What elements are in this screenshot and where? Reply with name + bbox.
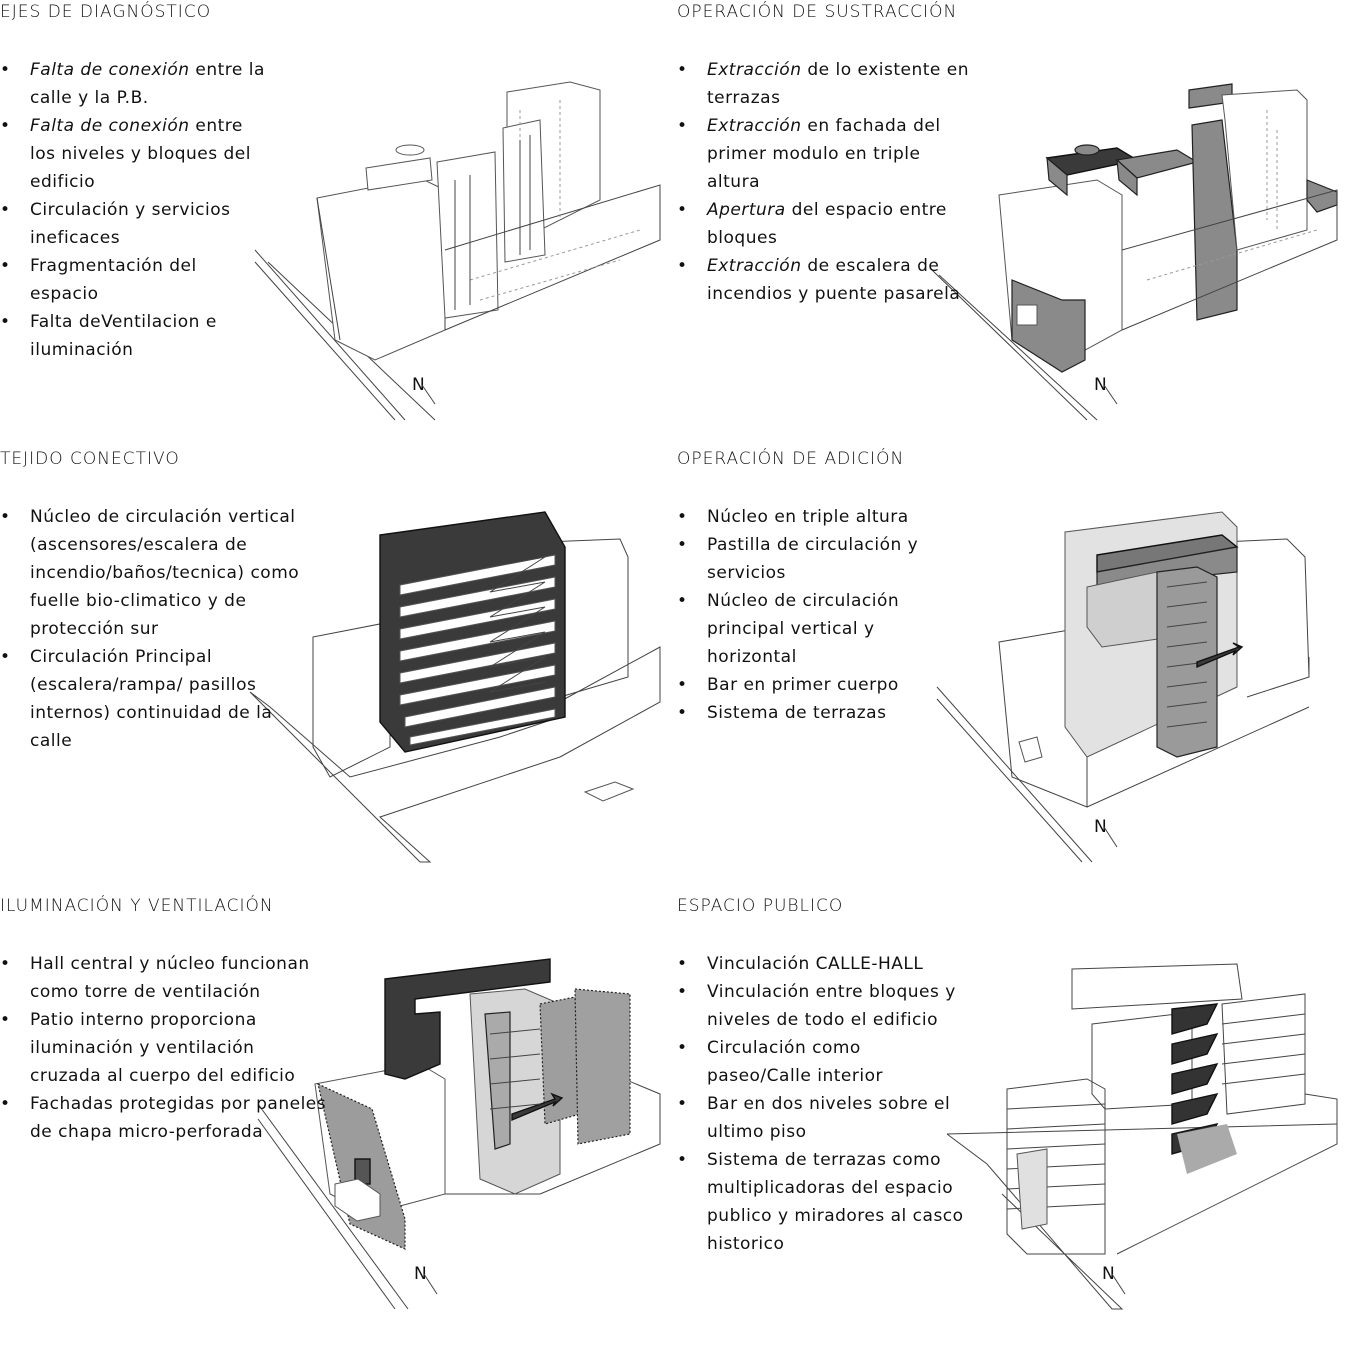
bullet-list: Hall central y núcleo funcionan como tor… xyxy=(0,950,330,1146)
axonometric-diagram-ventilation: N xyxy=(257,958,661,1310)
panel-ejes-diagnostico: N EJES DE DIAGNÓSTICO Falta de conexión … xyxy=(0,0,676,447)
list-item: Falta de conexión entre la calle y la P.… xyxy=(0,56,270,112)
bullet-list: Núcleo de circulación vertical (ascensor… xyxy=(0,503,300,755)
list-item: Vinculación entre bloques y niveles de t… xyxy=(677,978,967,1034)
list-item: Falta de conexión entre los niveles y bl… xyxy=(0,112,270,196)
list-item: Pastilla de circulación y servicios xyxy=(677,531,937,587)
panel-tejido-conectivo: TEJIDO CONECTIVO Núcleo de circulación v… xyxy=(0,447,676,894)
north-label: N xyxy=(414,1264,427,1284)
panel-title: ESPACIO PUBLICO xyxy=(677,896,844,916)
bullet-list: Falta de conexión entre la calle y la P.… xyxy=(0,56,270,364)
list-item: Extracción en fachada del primer modulo … xyxy=(677,112,977,196)
north-label: N xyxy=(1102,1264,1115,1284)
north-arrow-icon xyxy=(1111,1273,1126,1295)
list-item: Hall central y núcleo funcionan como tor… xyxy=(0,950,330,1006)
list-item: Fachadas protegidas por paneles de chapa… xyxy=(0,1090,330,1146)
list-item: Núcleo en triple altura xyxy=(677,503,937,531)
panel-operacion-sustraccion: N OPERACIÓN DE SUSTRACCIÓN Extracción de… xyxy=(677,0,1352,447)
axonometric-diagram-public-space: N xyxy=(946,963,1338,1310)
list-item: Núcleo de circulación principal vertical… xyxy=(677,587,937,671)
north-arrow-icon xyxy=(1103,826,1118,848)
list-item: Extracción de lo existente en terrazas xyxy=(677,56,977,112)
north-label: N xyxy=(1094,375,1107,395)
list-item: Núcleo de circulación vertical (ascensor… xyxy=(0,503,300,643)
north-arrow-icon xyxy=(421,384,436,405)
list-item: Circulación Principal (escalera/rampa/ p… xyxy=(0,643,300,755)
axonometric-diagram-connective xyxy=(249,511,661,863)
list-item: Circulación y servicios ineficaces xyxy=(0,196,270,252)
list-item: Bar en dos niveles sobre el ultimo piso xyxy=(677,1090,967,1146)
list-item: Patio interno proporciona iluminación y … xyxy=(0,1006,330,1090)
panel-iluminacion-ventilacion: N ILUMINACIÓN Y VENTILACIÓN Hall central… xyxy=(0,894,676,1341)
list-item: Extracción de escalera de incendios y pu… xyxy=(677,252,977,308)
panel-title: OPERACIÓN DE ADICIÓN xyxy=(677,449,905,469)
north-label: N xyxy=(412,375,425,395)
panel-title: EJES DE DIAGNÓSTICO xyxy=(0,2,212,22)
list-item: Falta deVentilacion e iluminación xyxy=(0,308,270,364)
north-label: N xyxy=(1094,817,1107,837)
panel-title: OPERACIÓN DE SUSTRACCIÓN xyxy=(677,2,958,22)
list-item: Vinculación CALLE-HALL xyxy=(677,950,967,978)
axonometric-diagram-subtraction: N xyxy=(931,83,1338,421)
north-arrow-icon xyxy=(1103,384,1118,405)
list-item: Sistema de terrazas xyxy=(677,699,937,727)
axonometric-diagram-existing: N xyxy=(254,81,661,421)
panel-espacio-publico: N ESPACIO PUBLICO Vinculación CALLE-HALL… xyxy=(677,894,1352,1341)
axonometric-diagram-addition: N xyxy=(936,511,1310,863)
list-item: Apertura del espacio entre bloques xyxy=(677,196,977,252)
panel-operacion-adicion: N OPERACIÓN DE ADICIÓN Núcleo en triple … xyxy=(677,447,1352,894)
list-item: Bar en primer cuerpo xyxy=(677,671,937,699)
panel-title: TEJIDO CONECTIVO xyxy=(0,449,180,469)
panel-title: ILUMINACIÓN Y VENTILACIÓN xyxy=(0,896,274,916)
list-item: Sistema de terrazas como multiplicadoras… xyxy=(677,1146,967,1258)
bullet-list: Extracción de lo existente en terrazas E… xyxy=(677,56,977,308)
bullet-list: Núcleo en triple altura Pastilla de circ… xyxy=(677,503,937,727)
list-item: Circulación como paseo/Calle interior xyxy=(677,1034,967,1090)
list-item: Fragmentación del espacio xyxy=(0,252,270,308)
bullet-list: Vinculación CALLE-HALL Vinculación entre… xyxy=(677,950,967,1258)
north-arrow-icon xyxy=(423,1273,438,1295)
